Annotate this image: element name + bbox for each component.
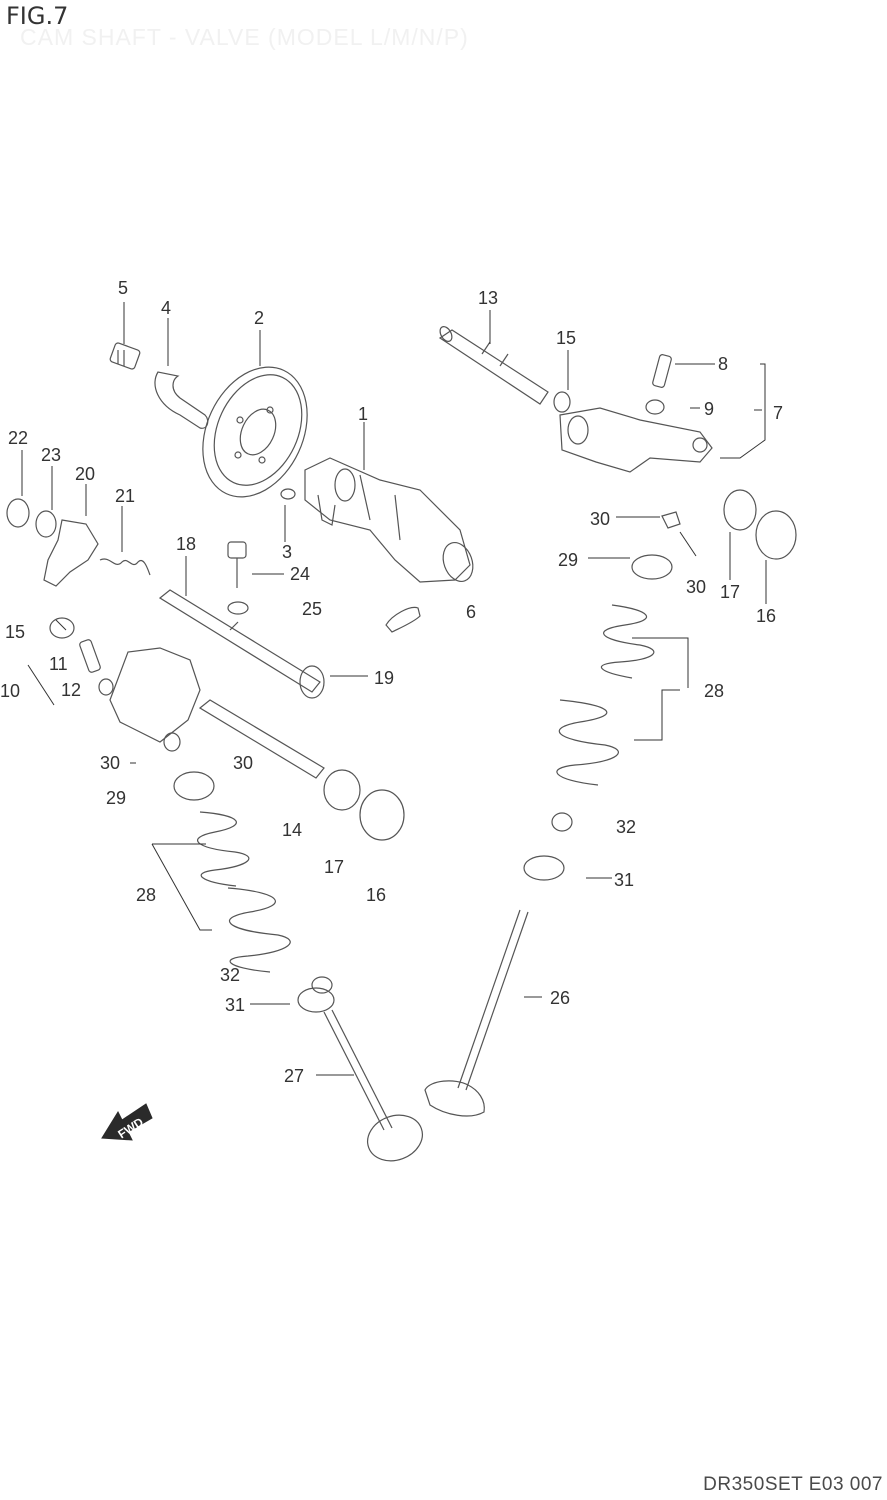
- callout-32-left: 32: [220, 965, 240, 985]
- callout-numbers: 1 2 3 4 5 6 7 8 9 10 11 12 13 14 15 15 1…: [0, 278, 783, 1086]
- callout-30-right-lower: 30: [686, 577, 706, 597]
- part-17-seal-left: [323, 769, 361, 811]
- callout-32-right: 32: [616, 817, 636, 837]
- callout-20: 20: [75, 464, 95, 484]
- callout-29-right: 29: [558, 550, 578, 570]
- part-10-rocker-arm: [109, 647, 201, 743]
- callout-31-right: 31: [614, 870, 634, 890]
- part-22-washer: [6, 498, 30, 528]
- part-29-retainer-left: [173, 771, 215, 801]
- part-28-valve-springs-left: [196, 811, 291, 973]
- callout-6: 6: [466, 602, 476, 622]
- leader-lines: [21, 302, 767, 1076]
- part-18-rocker-shaft: [158, 589, 321, 693]
- part-27-valve-left: [323, 1009, 423, 1162]
- part-2-cam-sprocket: [202, 366, 308, 498]
- callout-1: 1: [358, 404, 368, 424]
- figure-code: DR350SET E03 007: [703, 1474, 883, 1495]
- callout-28-right: 28: [704, 681, 724, 701]
- part-13-rocker-shaft: [438, 326, 549, 405]
- part-15-washer-left: [49, 617, 75, 639]
- callout-19: 19: [374, 668, 394, 688]
- callout-30-left: 30: [100, 753, 120, 773]
- callout-12: 12: [61, 680, 81, 700]
- callout-16-right: 16: [756, 606, 776, 626]
- callout-8: 8: [718, 354, 728, 374]
- callout-15-upper: 15: [556, 328, 576, 348]
- part-4-lock-washer: [154, 371, 209, 429]
- part-6-clip: [385, 606, 421, 633]
- callout-21: 21: [115, 486, 135, 506]
- part-14-rocker-shaft: [198, 699, 325, 779]
- part-1-camshaft: [304, 457, 474, 583]
- part-31-stem-seal-left: [297, 987, 335, 1013]
- part-20-rocker-arm: [43, 519, 99, 587]
- callout-22: 22: [8, 428, 28, 448]
- figure-title: FIG.7: [6, 2, 69, 30]
- callout-26: 26: [550, 988, 570, 1008]
- callout-11: 11: [49, 654, 68, 674]
- callout-15-left: 15: [5, 622, 25, 642]
- callout-13: 13: [478, 288, 498, 308]
- part-16-cap-right: [755, 510, 797, 560]
- callout-24: 24: [290, 564, 310, 584]
- part-12-lock-nut: [98, 678, 114, 696]
- callout-16-left: 16: [366, 885, 386, 905]
- part-23-washer: [35, 510, 57, 538]
- part-32-spring-seat-right: [551, 812, 573, 832]
- part-8-adjust-screw: [652, 354, 672, 388]
- part-26-valve-right: [424, 909, 529, 1117]
- part-11-adjust-screw: [79, 639, 101, 673]
- part-19-washer: [299, 665, 325, 699]
- part-31-stem-seal-right: [523, 855, 565, 881]
- callout-3: 3: [282, 542, 292, 562]
- callout-9: 9: [704, 399, 714, 419]
- callout-25: 25: [302, 599, 322, 619]
- part-24-bolt: [227, 541, 247, 588]
- part-9-lock-nut: [645, 399, 665, 415]
- part-3-pin: [280, 488, 296, 500]
- callout-14: 14: [282, 820, 302, 840]
- part-16-cap-left: [359, 789, 405, 841]
- figure-subtitle: CAM SHAFT - VALVE (MODEL L/M/N/P): [20, 24, 469, 50]
- callout-10: 10: [0, 681, 20, 701]
- callout-31-left: 31: [225, 995, 245, 1015]
- callout-17-left: 17: [324, 857, 344, 877]
- part-30-cotter-right: [661, 511, 681, 529]
- part-28-valve-springs-right: [556, 604, 655, 786]
- part-15-washer-upper: [553, 391, 571, 413]
- part-29-retainer-right: [631, 554, 673, 580]
- callout-2: 2: [254, 308, 264, 328]
- part-32-spring-seat-left: [311, 976, 333, 994]
- callout-7: 7: [773, 403, 783, 423]
- callout-27: 27: [284, 1066, 304, 1086]
- callout-4: 4: [161, 298, 171, 318]
- callout-5: 5: [118, 278, 128, 298]
- callout-18: 18: [176, 534, 196, 554]
- part-25-washer: [227, 601, 249, 615]
- callout-23: 23: [41, 445, 61, 465]
- callout-28-left: 28: [136, 885, 156, 905]
- callout-30-right-upper: 30: [590, 509, 610, 529]
- callout-17-right: 17: [720, 582, 740, 602]
- fwd-arrow-icon: FWD: [101, 1103, 153, 1141]
- callout-29-left: 29: [106, 788, 126, 808]
- part-17-seal-right: [723, 489, 757, 531]
- part-7-rocker-arm: [559, 407, 713, 473]
- part-5-bolt: [109, 342, 141, 370]
- callout-30-center: 30: [233, 753, 253, 773]
- part-30-cotter-left: [163, 732, 181, 752]
- part-21-spring: [99, 558, 151, 576]
